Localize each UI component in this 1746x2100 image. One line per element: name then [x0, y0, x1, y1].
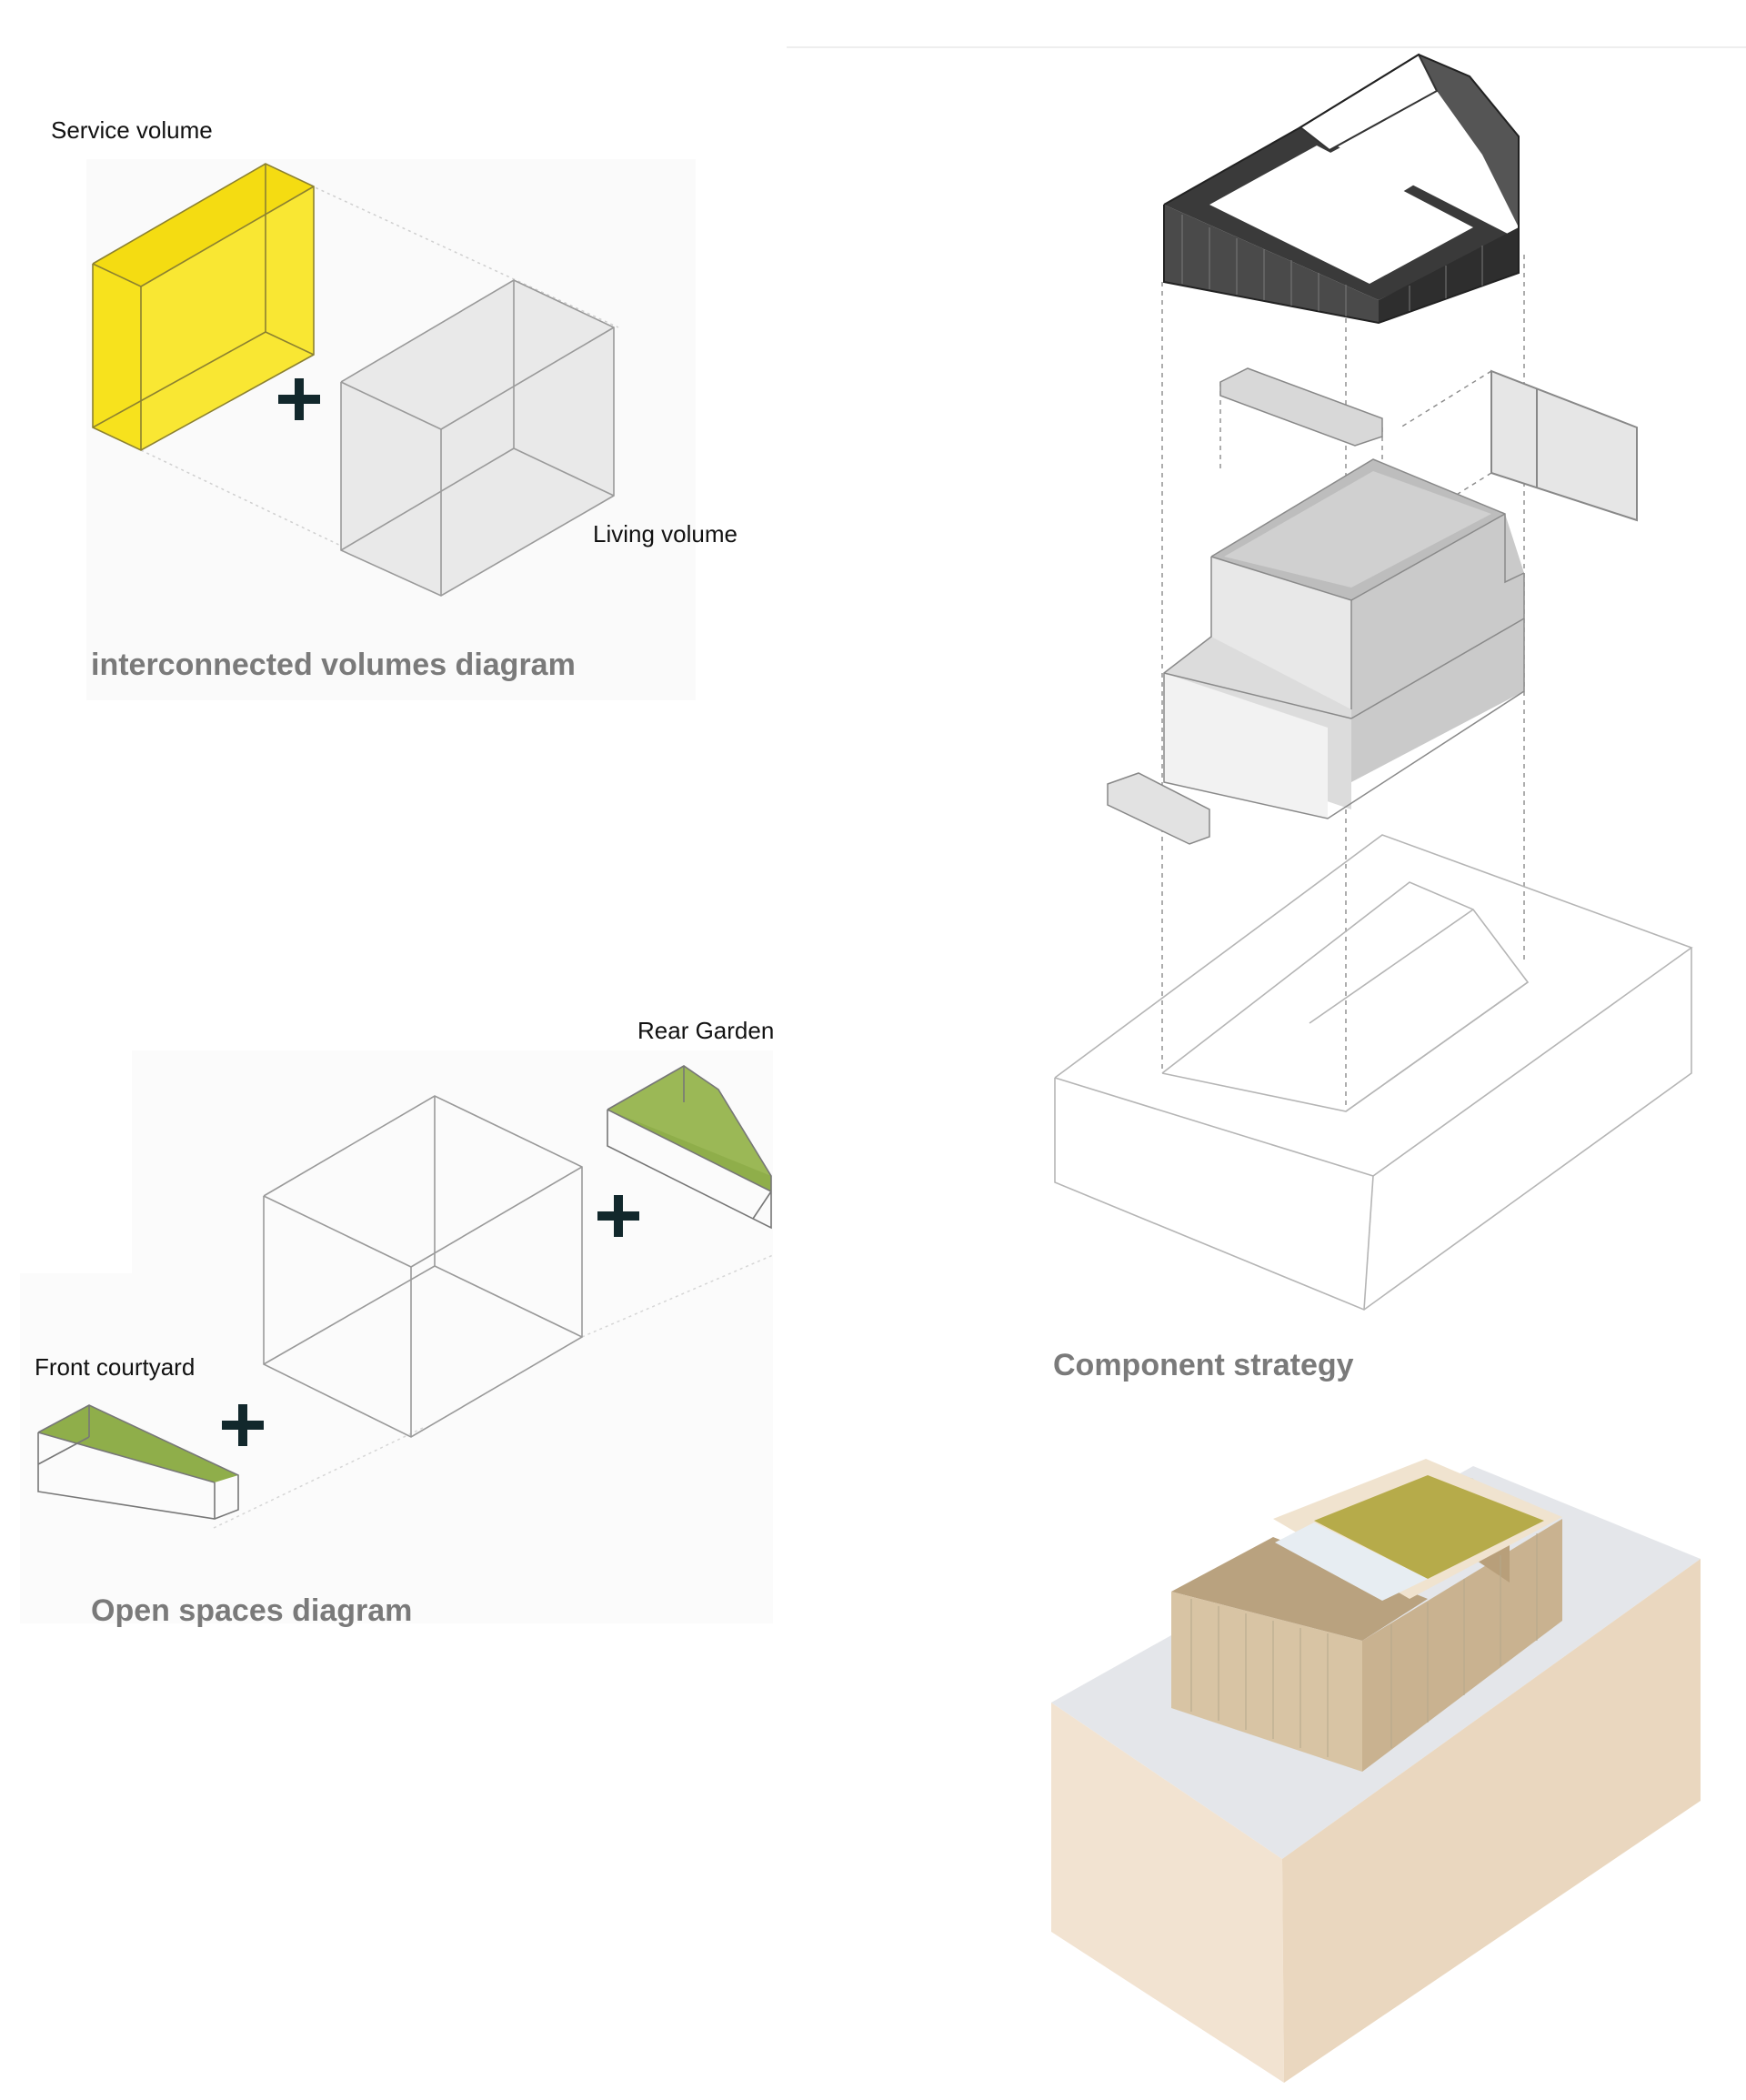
- living-volume: [340, 279, 615, 597]
- window-panel-component: [1490, 369, 1638, 522]
- rear-garden-label: Rear Garden: [637, 1017, 775, 1044]
- site-base-component: [1054, 834, 1693, 1311]
- house-volume: [263, 1095, 583, 1438]
- interconnected-volumes-caption: interconnected volumes diagram: [91, 648, 576, 682]
- component-strategy-drawing: [787, 46, 1746, 1311]
- interconnected-volumes-panel: Service volume Living volume interconnec…: [0, 0, 782, 728]
- model-render-panel: [1000, 1419, 1746, 2100]
- plus-icon: [278, 378, 320, 420]
- canopy-component: [1107, 772, 1210, 845]
- slab-component: [1219, 367, 1383, 447]
- service-volume-label: Service volume: [51, 116, 213, 144]
- living-core-component: [1163, 458, 1525, 819]
- front-courtyard-label: Front courtyard: [35, 1353, 196, 1381]
- interconnected-volumes-drawing: [86, 159, 696, 700]
- open-spaces-panel: Rear Garden Front courtyard Open spaces …: [0, 982, 800, 1637]
- facade-ring-component: [1163, 53, 1520, 325]
- front-courtyard-volume: [37, 1404, 239, 1520]
- open-spaces-caption: Open spaces diagram: [91, 1593, 413, 1628]
- model-render-drawing: [1051, 1459, 1701, 2083]
- plus-icon: [597, 1195, 639, 1237]
- living-volume-label: Living volume: [593, 520, 738, 548]
- component-strategy-caption: Component strategy: [1053, 1348, 1354, 1382]
- rear-garden-volume: [607, 1065, 772, 1230]
- service-volume: [92, 163, 315, 451]
- plus-icon: [222, 1404, 264, 1446]
- open-spaces-drawing: [20, 1050, 774, 1623]
- component-strategy-panel: Component strategy: [782, 0, 1746, 1401]
